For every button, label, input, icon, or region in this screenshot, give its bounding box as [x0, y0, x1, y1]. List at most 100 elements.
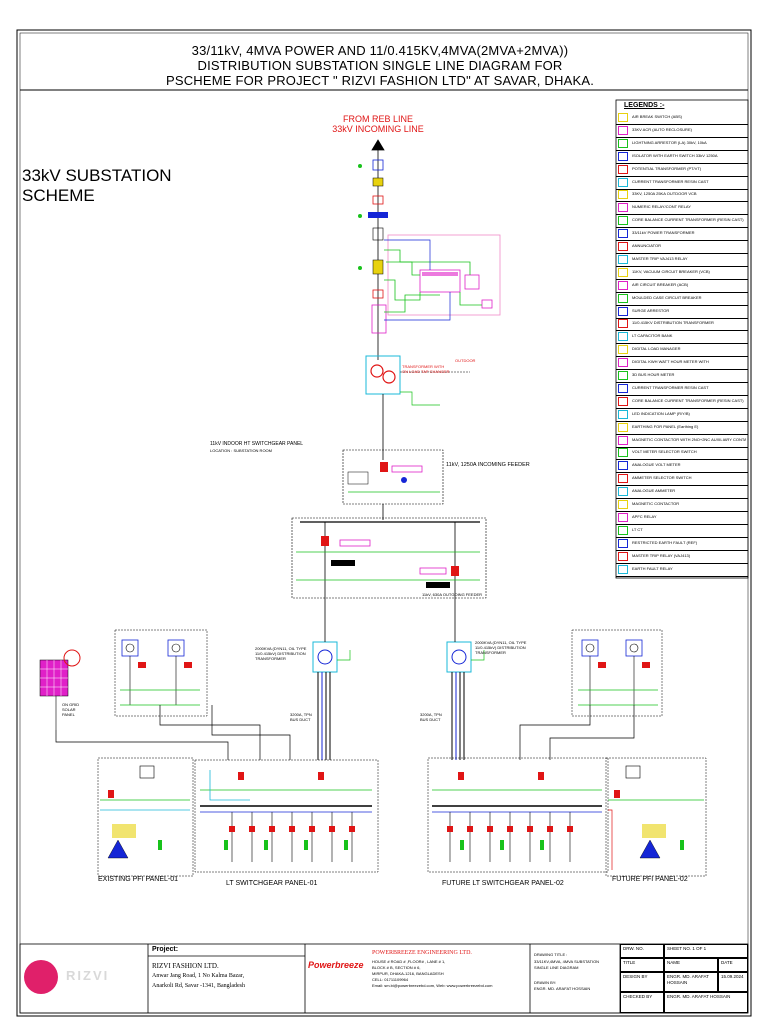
checked-by-name-cell: ENGR. MD. ARAFAT HOSSAIN	[664, 992, 748, 1013]
legend-item-label: CURRENT TRANSFORMER RESIN CAST	[632, 384, 709, 390]
pfi-panel-01-graphics	[97, 757, 194, 877]
transformer-spec-label: TRANSFORMER WITH ON LOAD TAP CHANGER	[402, 364, 450, 374]
legend-item: CORE BALANCE CURRENT TRANSFORMER (RESIN …	[616, 215, 748, 229]
transformer-1-label: 2000KVA (DYN11, OIL TYPE 11/0.415kV) DIS…	[255, 646, 307, 661]
legend-item: AIR CIRCUIT BREAKER (ACB)	[616, 280, 748, 293]
legend-item-label: CURRENT TRANSFORMER RESIN CAST	[632, 178, 709, 184]
legend-item-label: ANNUNCIATOR	[632, 243, 661, 248]
legend-symbol-icon	[618, 242, 628, 251]
powerbreeze-logo: Powerbreeze	[308, 960, 364, 970]
legend-symbol-icon	[618, 164, 628, 174]
client-address-2: Anarkoli Rd, Savar -1341, Bangladesh	[152, 983, 245, 989]
legend-item-label: AIR CIRCUIT BREAKER (ACB)	[632, 281, 689, 287]
legend-item-label: 11/0.415KV DISTRIBUTION TRANSFORMER	[632, 320, 714, 326]
legend-item: RESTRICTED EARTH FAULT (REF)	[616, 538, 748, 551]
company-name: POWERBREEZE ENGINEERING LTD.	[372, 950, 472, 956]
date-col-label: DATE	[721, 960, 733, 965]
legend-item: LT CAPACITOR BANK	[616, 331, 748, 345]
legend-symbol-icon	[618, 138, 628, 148]
future-pfi-label: FUTURE PFI PANEL-02	[612, 876, 688, 883]
legend-item: MASTER TRIP RELAY (VAJ413)	[616, 551, 748, 564]
legend-item-label: LT CAPACITOR BANK	[632, 333, 673, 339]
legend-item-label: LIGHTNING ARRESTOR (LA) 30kV, 10kA	[632, 139, 707, 145]
legend-item-label: CORE BALANCE CURRENT TRANSFORMER (RESIN …	[632, 397, 744, 403]
incoming-line-label: FROM REB LINE 33kV INCOMING LINE	[318, 114, 438, 134]
ht-outgoing-box	[291, 517, 487, 600]
drawing-title-label: DRAWING TITLE :	[534, 952, 568, 957]
legend-item-label: ISOLATOR WITH EARTH SWITCH 33kV 1250A	[632, 152, 718, 158]
name-cell: NAME	[664, 958, 718, 972]
legend-symbol-icon	[618, 538, 628, 548]
ht-incomer-box	[342, 449, 444, 505]
project-label: Project:	[152, 946, 179, 953]
indoor-panel-label: 11kV INDOOR HT SWITCHGEAR PANEL	[210, 441, 304, 447]
legend-item-label: EARTH FAULT RELAY	[632, 565, 673, 571]
scheme-label: 33kV SUBSTATION SCHEME	[22, 166, 172, 206]
legend-item-label: 33/11kV POWER TRANSFORMER	[632, 230, 695, 236]
drawn-by: ENGR. MD. ARAFAT HOSSAIN	[534, 986, 591, 991]
busduct-2-label: 3200A, TPN BUS DUCT	[420, 712, 442, 722]
legend-symbol-icon	[618, 551, 628, 561]
incoming-feeder-label: 11kV, 1250A INCOMING FEEDER	[446, 462, 530, 468]
legend-item: DIGITAL LOAD MANAGER	[616, 344, 748, 358]
right-meter-box	[571, 629, 663, 717]
company-address-3: MIRPUR, DHAKA-1216, BANGLADESH	[372, 971, 444, 976]
legend-item-label: POTENTIAL TRANSFORMER (PT/VT)	[632, 165, 702, 171]
legend-symbol-icon	[618, 435, 628, 445]
lt-panel-02-graphics	[427, 757, 609, 873]
legend-symbol-icon	[618, 203, 628, 213]
lt-panel-01-graphics	[194, 759, 379, 873]
drawn-by-label: DRAWN BY:	[534, 980, 557, 985]
legend-symbol-icon	[618, 267, 628, 277]
legend-item-label: DIGITAL LOAD MANAGER	[632, 346, 681, 352]
legend-item: 33KV ACR (AUTO RECLOSURE)	[616, 125, 748, 138]
drawing-title-2: SINGLE LINE DIAGRAM	[534, 965, 579, 970]
legend-item: CURRENT TRANSFORMER RESIN CAST	[616, 383, 748, 396]
legend-item: CURRENT TRANSFORMER RESIN CAST	[616, 177, 748, 190]
legend-symbol-icon	[618, 448, 628, 458]
legend-item: DIGITAL KWH WATT HOUR METER WITH	[616, 357, 748, 371]
legend-item-label: MAGNETIC CONTACTOR WITH 2NO+2NC AUXILIAR…	[632, 436, 746, 442]
incoming-line-label-1: FROM REB LINE	[342, 114, 413, 124]
legend-item: MOULDED CASE CIRCUIT BREAKER	[616, 293, 748, 306]
legend-item-label: VOLT METER SELECTOR SWITCH	[632, 449, 697, 455]
legend-item: MAGNETIC CONTACTOR	[616, 499, 748, 512]
legend-item: ISOLATOR WITH EARTH SWITCH 33kV 1250A	[616, 151, 748, 164]
legend-item: EARTHING FOR PANEL (Earthing E)	[616, 422, 748, 435]
design-by-name: ENGR. MD. ARAFAT HOSSAIN	[667, 974, 709, 985]
checked-by-cell: CHECKED BY	[620, 992, 664, 1013]
busduct-1-label: 3200A, TPN BUS DUCT	[290, 712, 312, 722]
legend-symbol-icon	[618, 280, 628, 290]
legend-item: LED INDICATION LAMP (R/Y/B)	[616, 409, 748, 422]
scheme-label-line-1: 33kV SUBSTATION	[22, 166, 172, 185]
legend-item-label: MAGNETIC CONTACTOR	[632, 501, 680, 506]
legend-symbol-icon	[618, 125, 628, 135]
legend-symbol-icon	[618, 461, 628, 471]
legend-item-label: CORE BALANCE CURRENT TRANSFORMER (RESIN …	[632, 217, 744, 223]
legend-item: VOLT METER SELECTOR SWITCH	[616, 447, 748, 461]
legend-item: 3D BUS HOUR METER	[616, 370, 748, 383]
legend-item-label: ANALOGUE VOLT METER	[632, 462, 681, 468]
legend-item: 33KV, 1250A 25KA OUTDOOR VCB	[616, 189, 748, 203]
legend-item: APFC RELAY	[616, 512, 748, 525]
legend-symbol-icon	[618, 474, 628, 484]
legend-symbol-icon	[618, 396, 628, 406]
company-phone: CELL: 01711109964	[372, 977, 409, 982]
legend-item: ANALOGUE AMMETER	[616, 486, 748, 500]
legend-symbol-icon	[618, 512, 628, 522]
company-address-1: HOUSE # ROAD # ,FLOOR# , LANE # 1,	[372, 959, 446, 964]
transformer-2-label: 2000KVA (DYN11, OIL TYPE 11/0.415kV) DIS…	[475, 640, 527, 655]
distribution-transformer-1	[312, 600, 351, 760]
checked-by-label: CHECKED BY	[623, 994, 653, 999]
pfi-panel-02-graphics	[605, 757, 707, 877]
incoming-33kv-line	[371, 139, 385, 360]
legend-symbol-icon	[618, 371, 628, 380]
lt-panel-02-label: FUTURE LT SWITCHGEAR PANEL-02	[442, 880, 564, 887]
legend-item: AIR BREAK SWITCH (ABS)	[616, 112, 748, 125]
solar-label: ON GRID SOLAR PANEL	[62, 702, 80, 717]
drawing-title-line-1: 33/11kV, 4MVA POWER AND 11/0.415KV,4MVA(…	[191, 43, 569, 58]
legend-item: ANNUNCIATOR	[616, 241, 748, 254]
legend-item: SURGE ARRESTOR	[616, 306, 748, 319]
legend-symbol-icon	[618, 487, 628, 497]
